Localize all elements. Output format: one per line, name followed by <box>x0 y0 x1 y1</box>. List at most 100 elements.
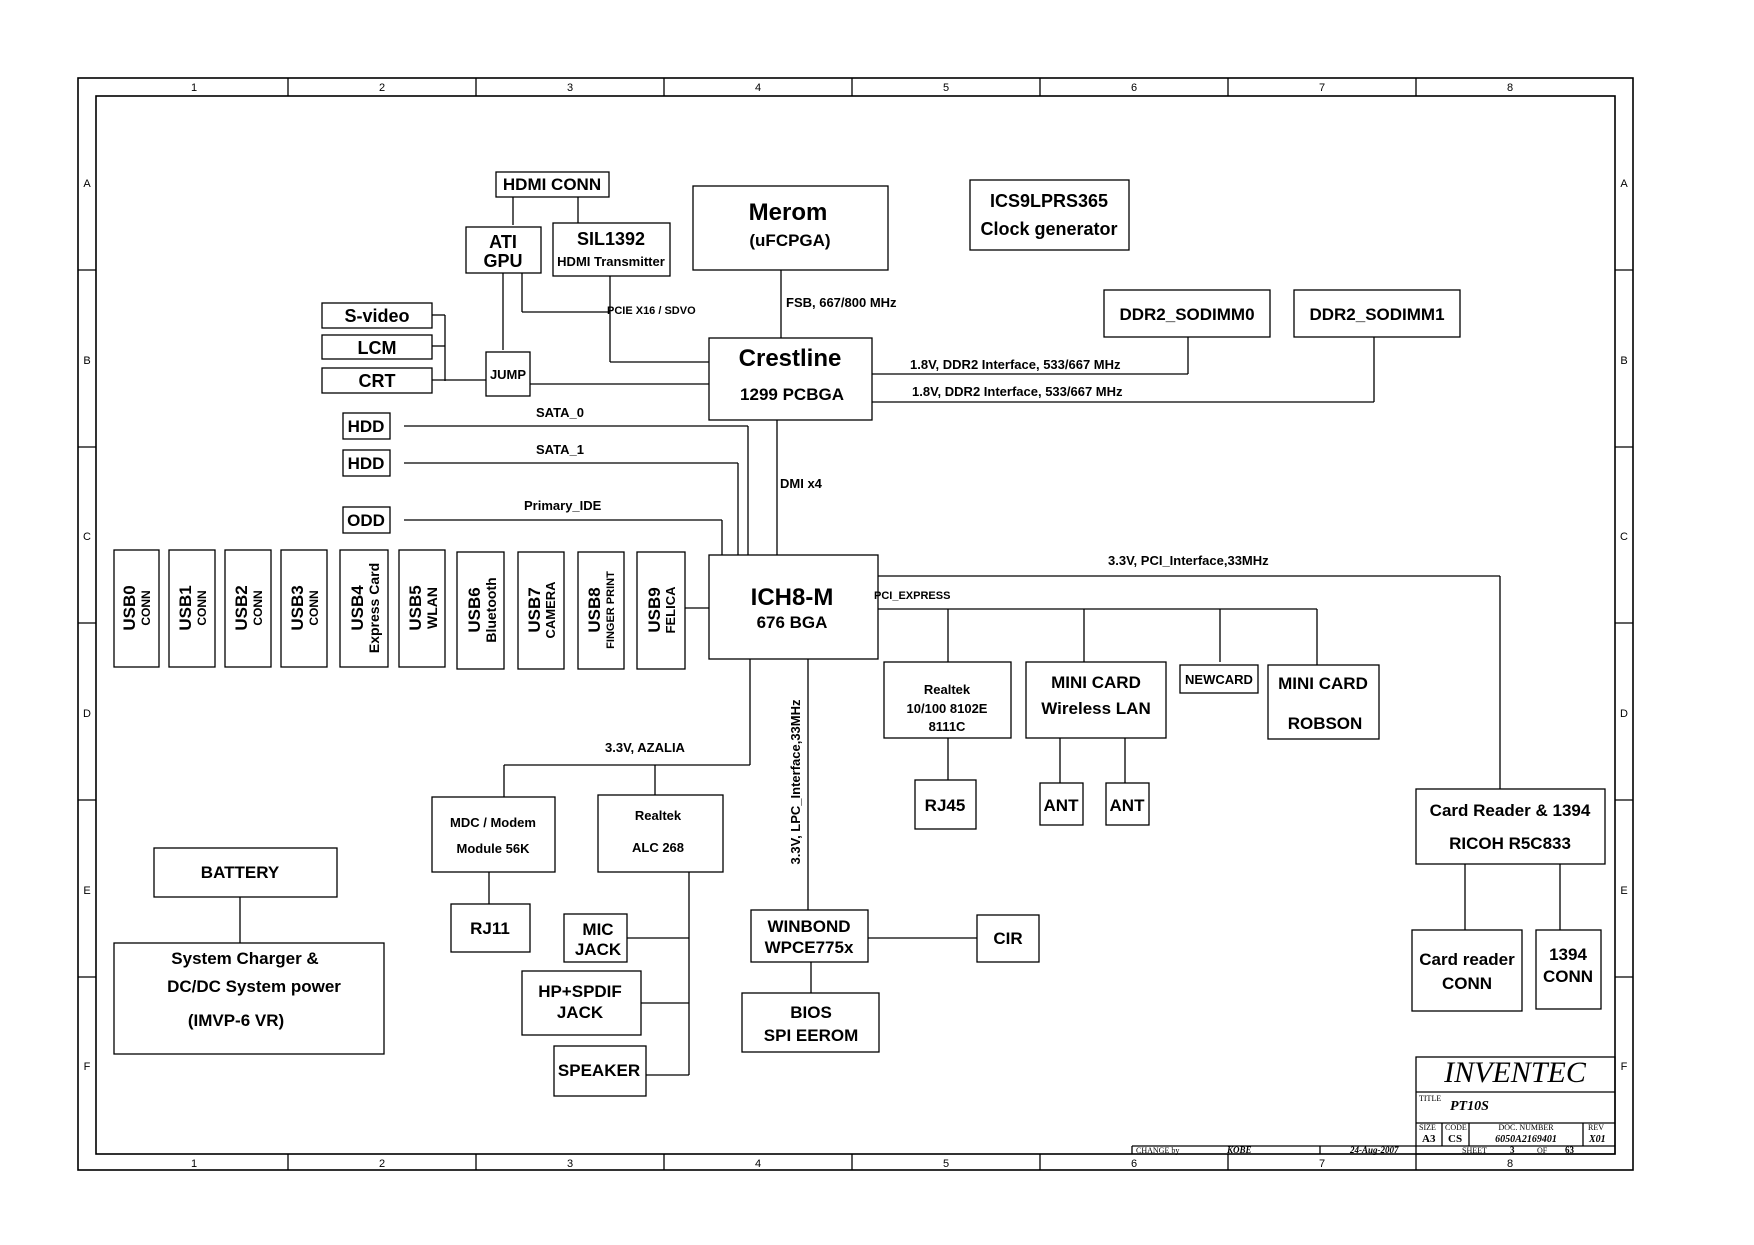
crestline-label: Crestline <box>739 345 842 372</box>
row-label-right: F <box>1621 1061 1628 1073</box>
rev-value: X01 <box>1588 1134 1606 1145</box>
hdd0-label: HDD <box>348 417 385 436</box>
crestline-sub-label: 1299 PCBGA <box>740 385 844 404</box>
usb6-port-label: USB6 <box>465 587 484 632</box>
usb2-box <box>224 549 272 668</box>
col-label-top: 8 <box>1507 82 1513 94</box>
azalia-label: 3.3V, AZALIA <box>605 740 686 755</box>
charger-box <box>113 942 385 1055</box>
battery-box <box>153 847 338 898</box>
title-block-text: INVENTEC TITLE PT10S SIZE A3 CODE CS DOC… <box>1136 1056 1606 1155</box>
hdd1-label: HDD <box>348 454 385 473</box>
sodimm1-box <box>1293 289 1461 338</box>
usb-labels: USB0 CONN USB1 CONN USB2 CONN USB3 CONN … <box>120 563 678 653</box>
usb7-desc-label: CAMERA <box>543 581 558 639</box>
ddr2-b-label: 1.8V, DDR2 Interface, 533/667 MHz <box>912 384 1123 399</box>
sil1392-sub-label: HDMI Transmitter <box>557 254 665 269</box>
row-label-left: D <box>83 708 91 720</box>
usb6-desc-label: Bluetooth <box>483 577 499 642</box>
card-reader-label: Card Reader & 1394 <box>1430 801 1591 820</box>
col-label-top: 5 <box>943 82 949 94</box>
charger-label: System Charger & <box>171 949 318 968</box>
card-reader-conn-label: Card reader <box>1419 950 1515 969</box>
title-block <box>1131 1056 1616 1155</box>
usb4-port-label: USB4 <box>348 585 367 631</box>
bios-label: BIOS <box>790 1003 832 1022</box>
frame-labels: 1 2 3 4 5 6 7 8 1 2 3 4 5 6 7 8 A B C D … <box>83 82 1628 1170</box>
lpc-label: 3.3V, LPC_Interface,33MHz <box>788 699 803 864</box>
card-reader-box <box>1415 788 1606 865</box>
realtek-lan-label: Realtek <box>924 682 971 697</box>
charger-label: DC/DC System power <box>167 977 341 996</box>
usb2-desc-label: CONN <box>251 590 265 625</box>
block-boxes <box>113 171 1606 1097</box>
hdmi-conn-label: HDMI CONN <box>503 175 601 194</box>
usb6-box <box>456 551 505 670</box>
usb1-port-label: USB1 <box>176 585 195 630</box>
mic-jack-label: JACK <box>575 940 622 959</box>
title-field-label: TITLE <box>1419 1094 1441 1103</box>
usb9-box <box>636 551 686 670</box>
row-label-left: E <box>83 885 90 897</box>
col-label-bottom: 3 <box>567 1158 573 1170</box>
clock-gen-box <box>969 179 1130 251</box>
realtek-audio-label: Realtek <box>635 808 682 823</box>
change-by-label: CHANGE by <box>1136 1146 1179 1155</box>
col-label-bottom: 1 <box>191 1158 197 1170</box>
sata0-label: SATA_0 <box>536 405 584 420</box>
usb5-box <box>398 549 446 668</box>
usb4-box <box>339 549 389 668</box>
change-by-value: KOBE <box>1226 1145 1252 1155</box>
merom-label: Merom <box>749 199 828 226</box>
mini-card-robson-box <box>1267 664 1380 740</box>
usb1-box <box>168 549 216 668</box>
mic-jack-label: MIC <box>582 920 613 939</box>
of-label: OF <box>1537 1146 1548 1155</box>
lcm-label: LCM <box>358 338 397 358</box>
card-reader-conn-label: CONN <box>1442 974 1492 993</box>
crestline-box <box>708 337 873 421</box>
odd-box <box>342 506 391 534</box>
usb0-port-label: USB0 <box>120 585 139 630</box>
card-reader-label: RICOH R5C833 <box>1449 834 1571 853</box>
rj11-box <box>450 903 531 953</box>
hdmi-conn-box <box>495 171 610 198</box>
realtek-audio-box <box>597 794 724 873</box>
usb0-desc-label: CONN <box>139 590 153 625</box>
usb3-box <box>280 549 328 668</box>
mdc-modem-box <box>431 796 556 873</box>
row-label-right: C <box>1620 531 1628 543</box>
company-name: INVENTEC <box>1443 1056 1587 1089</box>
size-value: A3 <box>1422 1133 1436 1145</box>
cir-label: CIR <box>993 929 1022 948</box>
usb5-desc-label: WLAN <box>424 587 440 629</box>
rj45-box <box>914 779 977 830</box>
cir-box <box>976 914 1040 963</box>
ati-gpu-label: GPU <box>483 251 522 271</box>
speaker-label: SPEAKER <box>558 1061 640 1080</box>
col-label-top: 1 <box>191 82 197 94</box>
rj45-label: RJ45 <box>925 796 966 815</box>
winbond-box <box>750 909 869 963</box>
drawing-frame <box>77 77 1634 1171</box>
usb3-desc-label: CONN <box>307 590 321 625</box>
pcie-sdvo-label: PCIE X16 / SDVO <box>607 305 696 317</box>
sheet-field-label: SHEET <box>1462 1146 1487 1155</box>
realtek-audio-label: ALC 268 <box>632 840 684 855</box>
ich8m-label: ICH8-M <box>751 584 834 611</box>
bios-label: SPI EEROM <box>764 1026 858 1045</box>
merom-box <box>692 185 889 271</box>
jump-label: JUMP <box>490 367 526 382</box>
pci-express-label: PCI_EXPRESS <box>874 590 950 602</box>
dmi-label: DMI x4 <box>780 476 823 491</box>
jump-box <box>485 351 531 397</box>
row-label-left: F <box>84 1061 91 1073</box>
col-label-top: 4 <box>755 82 761 94</box>
sheet-value: 3 <box>1510 1145 1515 1155</box>
realtek-lan-box <box>883 661 1012 739</box>
date-value: 24-Aug-2007 <box>1349 1145 1399 1155</box>
sodimm0-box <box>1103 289 1271 338</box>
mini-card-wlan-box <box>1025 661 1167 739</box>
code-field-label: CODE <box>1445 1123 1467 1132</box>
